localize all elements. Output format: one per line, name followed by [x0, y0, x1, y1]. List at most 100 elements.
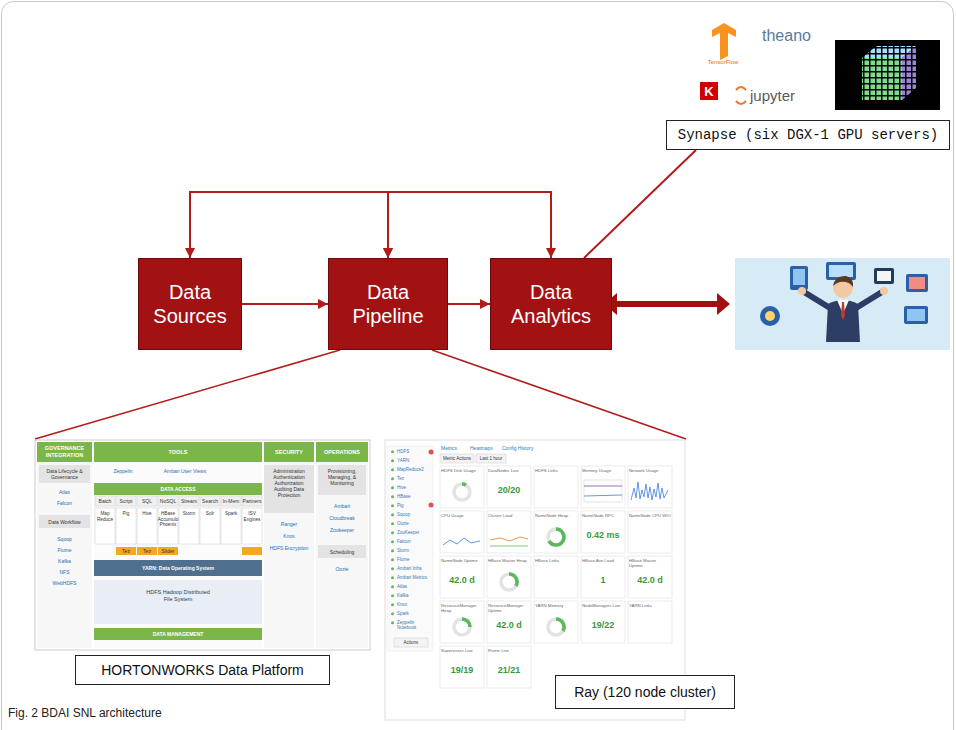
node-text-group: Synapse (six DGX-1 GPU servers)	[678, 127, 938, 144]
user-illustration	[909, 277, 925, 289]
gpu-cube-image	[862, 58, 902, 100]
dashboard-screenshot	[548, 529, 564, 545]
service-name: Kafka	[397, 593, 431, 598]
engine-label: Map Reduce	[95, 511, 116, 522]
component-label: Tez	[116, 548, 136, 554]
dashboard-screenshot	[534, 466, 578, 508]
user-illustration	[804, 292, 830, 308]
dashboard-screenshot	[628, 556, 672, 598]
platform-screenshot	[137, 508, 157, 544]
dashboard-screenshot	[549, 529, 564, 545]
platform-screenshot	[158, 508, 178, 544]
user-illustration	[877, 271, 891, 281]
service-name: Zeppelin Notebook	[397, 620, 431, 631]
dashboard-screenshot	[429, 503, 434, 508]
dashboard-screenshot	[391, 504, 394, 507]
service-name: Knox	[397, 602, 431, 607]
user-illustration	[798, 287, 806, 295]
service-name: Spark	[397, 611, 431, 616]
widget-value: 42.0 d	[628, 575, 672, 586]
widget-value: 1	[581, 575, 625, 586]
process-box: Data Analytics	[490, 258, 612, 350]
platform-screenshot	[318, 545, 366, 558]
widget-title: Memory Usage	[582, 468, 624, 473]
platform-screenshot	[37, 462, 92, 648]
dashboard-screenshot	[391, 558, 394, 561]
user-illustration	[829, 265, 853, 277]
widget-value: 19/22	[581, 620, 625, 631]
node-text-group: Data Analytics	[491, 280, 611, 328]
component-label: Tez	[137, 548, 157, 554]
platform-screenshot	[116, 547, 136, 555]
layer-bar-label: DATA MANAGEMENT	[94, 631, 262, 637]
dashboard-button: Metric Actions	[440, 456, 474, 461]
component-link: WebHDFS	[37, 580, 92, 586]
engine-label: HBase Accumulo Phoenix	[158, 511, 179, 528]
platform-screenshot	[179, 508, 199, 544]
dashboard-screenshot	[391, 486, 394, 489]
engine-label: ISV Engines	[242, 511, 263, 522]
platform-screenshot	[94, 442, 262, 462]
dashboard-screenshot	[628, 466, 672, 508]
component-link: Kafka	[37, 558, 92, 564]
dashboard-screenshot	[391, 459, 394, 462]
dashboard-screenshot	[534, 556, 578, 598]
dashboard-screenshot	[440, 466, 484, 508]
dashboard-screenshot	[462, 619, 470, 627]
dashboard-screenshot	[391, 585, 394, 588]
user-illustration	[904, 306, 928, 324]
dashboard-screenshot	[584, 495, 622, 496]
figure-caption: Fig. 2 BDAI SNL architecture	[8, 706, 162, 720]
widget-title: YARN Memory	[535, 603, 577, 608]
widget-title: Network Usage	[629, 468, 671, 473]
widget-title: ResourceManager Uptime	[488, 603, 530, 613]
dashboard-screenshot	[534, 601, 578, 643]
user-illustration	[790, 266, 808, 290]
dashboard-screenshot	[391, 477, 394, 480]
node-text: Data Pipeline	[329, 280, 447, 328]
dashboard-screenshot	[429, 450, 434, 455]
widget-value: 21/21	[487, 665, 531, 676]
dashboard-screenshot	[501, 574, 517, 590]
platform-screenshot	[39, 465, 90, 483]
platform-screenshot	[242, 547, 262, 555]
framework-logos	[700, 82, 718, 100]
platform-screenshot	[137, 547, 157, 555]
service-name: Flume	[397, 557, 431, 562]
column-header: TOOLS	[94, 449, 262, 456]
platform-screenshot	[95, 508, 115, 544]
node-text: Ray (120 node cluster)	[574, 684, 716, 701]
widget-title: HBase Master Heap	[488, 558, 530, 563]
component-label: NoSQL	[158, 498, 179, 504]
platform-screenshot	[242, 508, 262, 544]
component-link: Cloudbreak	[316, 515, 368, 521]
platform-screenshot	[179, 496, 199, 506]
component-link: Knox	[264, 533, 314, 539]
widget-title: HBase Links	[535, 558, 577, 563]
gpu-cube-image	[835, 40, 940, 110]
flow-arrow	[448, 303, 490, 305]
flow-arrow	[584, 150, 696, 258]
platform-screenshot	[95, 496, 115, 506]
dashboard-screenshot	[490, 537, 528, 541]
component-link: Zeppelin	[98, 468, 148, 474]
component-link: Falcon	[37, 500, 92, 506]
dashboard-screenshot	[391, 603, 394, 606]
gpu-cube-image	[835, 40, 940, 110]
component-link: Sqoop	[37, 536, 92, 542]
platform-screenshot	[200, 496, 220, 506]
platform-screenshot	[116, 496, 136, 506]
component-link: HDFS Encryption	[264, 545, 314, 551]
service-name: YARN	[397, 458, 431, 463]
layer-bar-label: DATA ACCESS	[94, 486, 262, 492]
dashboard-screenshot	[394, 638, 428, 647]
platform-screenshot	[158, 547, 178, 555]
dashboard-button: Last 1 hour	[476, 456, 506, 461]
dashboard-screenshot	[487, 556, 531, 598]
widget-title: HDFS Disk Usage	[441, 468, 483, 473]
user-illustration	[735, 258, 950, 350]
service-name: Tez	[397, 476, 431, 481]
node-text-group: HORTONWORKS Data Platform	[101, 662, 304, 679]
user-illustration	[735, 258, 950, 350]
engine-label: Hive	[137, 511, 158, 517]
